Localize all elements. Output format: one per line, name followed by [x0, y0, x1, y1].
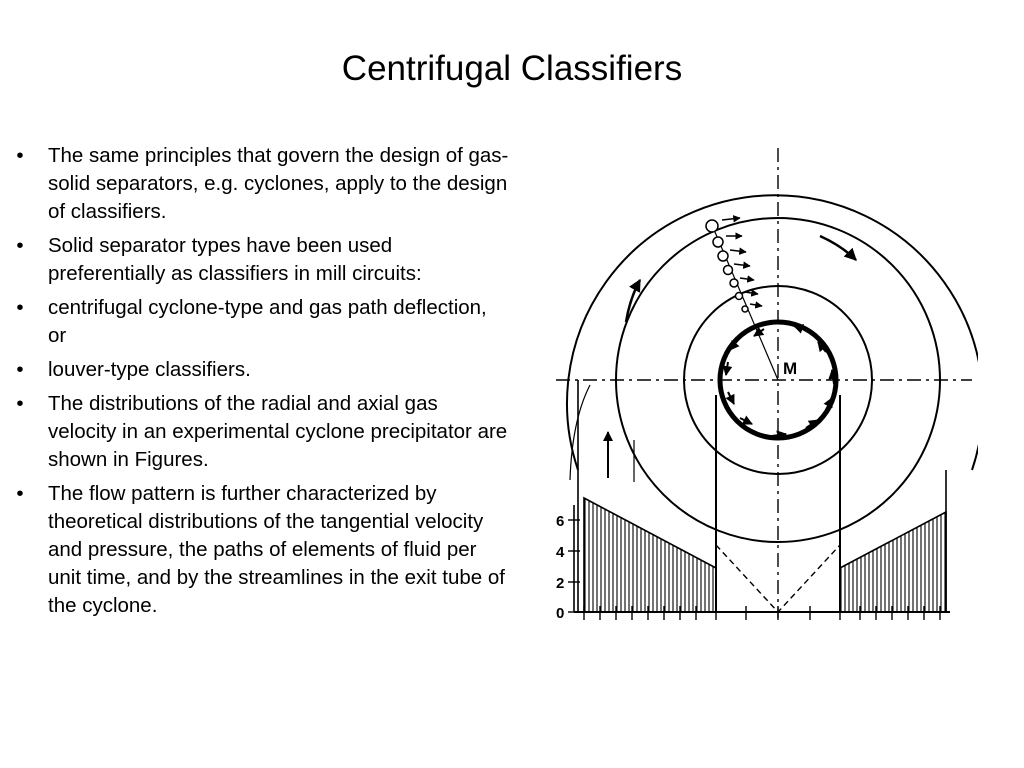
bullet-text: The flow pattern is further characterize…: [48, 482, 505, 617]
bullet-symbol: •: [16, 392, 24, 415]
center-label: M: [783, 359, 797, 378]
bullet-list: • The same principles that govern the des…: [10, 142, 510, 626]
bullet-symbol: •: [16, 482, 24, 505]
cyclone-diagram: M: [556, 148, 978, 622]
left-inflow-curve: [569, 384, 591, 481]
bullet-item: • The flow pattern is further characteriz…: [10, 480, 510, 620]
outer-casing: [566, 194, 978, 471]
bottom-axis-ticks: [583, 606, 941, 620]
scale-tick-label: 0: [556, 605, 564, 622]
bullet-symbol: •: [16, 234, 24, 257]
rotation-arrow-left: [624, 278, 642, 323]
bullet-item: • centrifugal cyclone-type and gas path d…: [10, 294, 510, 350]
bullet-item: • The same principles that govern the des…: [10, 142, 510, 226]
scale-tick-label: 6: [556, 513, 564, 530]
bullet-symbol: •: [16, 144, 24, 167]
scale-tick-label: 2: [556, 575, 564, 592]
left-hatched-profile: [583, 496, 717, 613]
middle-circle: [615, 217, 941, 543]
right-hatched-profile: [839, 510, 947, 613]
bullet-text: The distributions of the radial and axia…: [48, 392, 508, 471]
bullet-item: • Solid separator types have been used pr…: [10, 232, 510, 288]
particle-circles: [705, 219, 749, 313]
left-scale-ticks: [568, 519, 580, 613]
scale-tick-label: 4: [556, 544, 565, 561]
particle-path: [711, 224, 779, 381]
bullet-item: • The distributions of the radial and axi…: [10, 390, 510, 474]
bullet-text: louver-type classifiers.: [48, 358, 251, 381]
bullet-symbol: •: [16, 358, 24, 381]
bullet-text: centrifugal cyclone-type and gas path de…: [48, 296, 487, 347]
bullet-text: The same principles that govern the desi…: [48, 144, 509, 223]
inner-circle: [683, 285, 873, 475]
particle-velocity-arrows: [721, 215, 763, 309]
cyclone-flow-figure: M: [548, 144, 978, 628]
bullet-item: • louver-type classifiers.: [10, 356, 510, 384]
slide-title: Centrifugal Classifiers: [341, 49, 683, 88]
bullet-symbol: •: [16, 296, 24, 319]
rotation-arrow-right: [819, 234, 857, 261]
inner-vortex-arrows: [722, 324, 839, 441]
bullet-text: Solid separator types have been used pre…: [48, 234, 422, 285]
